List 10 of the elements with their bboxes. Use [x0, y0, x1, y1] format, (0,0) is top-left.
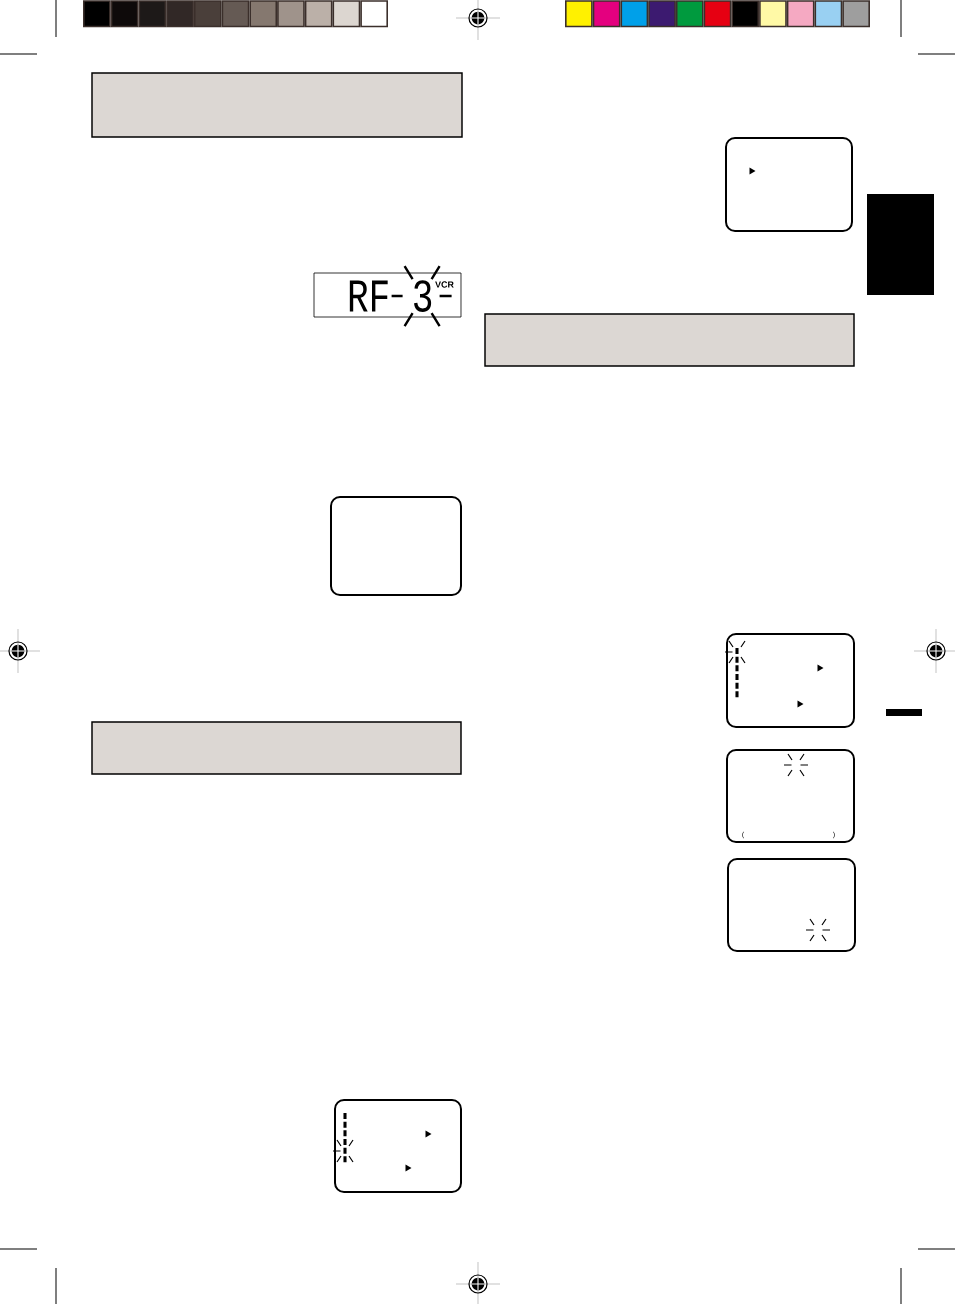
heading-band	[91, 72, 463, 138]
screen-frame	[334, 1099, 462, 1193]
screen-frame	[330, 496, 462, 596]
heading-band	[91, 721, 462, 775]
screen-frame	[727, 858, 856, 952]
screen-frame	[726, 633, 855, 728]
display-label: VCR	[435, 281, 454, 288]
heading-band	[484, 313, 855, 367]
side-tab	[867, 194, 934, 295]
screen-frame	[725, 137, 853, 232]
